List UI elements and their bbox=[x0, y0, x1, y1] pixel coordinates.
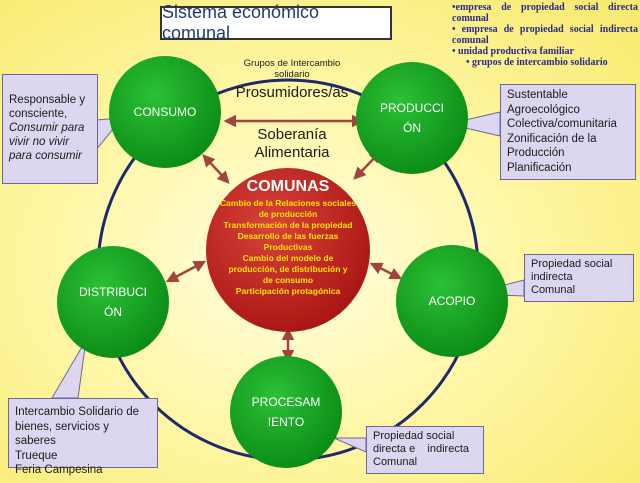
node-produccion-circle bbox=[356, 62, 468, 174]
node-consumo-label: CONSUMO bbox=[133, 105, 197, 119]
callout-acopio-line: Comunal bbox=[531, 284, 576, 296]
center-line: Cambio de la Relaciones sociales bbox=[219, 198, 357, 208]
center-line: de consumo bbox=[262, 275, 314, 285]
callout-consumo-line: vivir no vivir bbox=[9, 136, 70, 148]
diagram-title: Sistema económico comunal bbox=[160, 2, 392, 43]
callout-produccion-line: Colectiva/comunitaria bbox=[507, 118, 617, 130]
node-procesamiento-circle bbox=[230, 356, 342, 468]
callout-procesamiento-line: Propiedad social bbox=[373, 430, 455, 442]
grupos-label: Grupos de Intercambio solidario bbox=[222, 58, 362, 80]
callout-acopio-line: indirecta bbox=[531, 271, 573, 283]
callout-consumo-line: Consumir para bbox=[9, 122, 85, 134]
center-line: Transformación de la propiedad bbox=[223, 220, 353, 230]
legend: •empresa de propiedad social directa com… bbox=[452, 2, 638, 68]
callout-distribucion: Intercambio Solidario de bienes, servici… bbox=[8, 398, 158, 476]
legend-item: • empresa de propiedad social indirecta … bbox=[452, 24, 638, 46]
node-consumo-circle bbox=[109, 56, 221, 168]
callout-produccion: Sustentable Agroecológico Colectiva/comu… bbox=[500, 84, 636, 180]
callout-procesamiento-line: Comunal bbox=[373, 456, 418, 468]
node-acopio: ACOPIO bbox=[396, 245, 508, 357]
legend-item: • unidad productiva familiar bbox=[452, 46, 574, 57]
node-distribucion: DISTRIBUCI ÓN bbox=[57, 246, 169, 358]
callout-distribucion-line: Intercambio Solidario de bbox=[15, 406, 140, 418]
node-distribucion-label-line: DISTRIBUCI bbox=[78, 285, 147, 299]
node-distribucion-label-line: ÓN bbox=[104, 305, 122, 319]
node-produccion: PRODUCCI ÓN bbox=[356, 62, 468, 174]
node-distribucion-circle bbox=[57, 246, 169, 358]
callout-consumo-line: para consumir bbox=[9, 150, 82, 162]
center-comunas: COMUNAS Cambio de la Relaciones sociales… bbox=[212, 178, 364, 297]
center-comunas-circle bbox=[206, 168, 370, 332]
callout-consumo-line: Responsable y bbox=[9, 94, 86, 106]
arrow-center-distribucion bbox=[165, 260, 207, 283]
callout-produccion-line: Planificación bbox=[507, 161, 572, 174]
callout-consumo: Responsable y consciente, Consumir para … bbox=[2, 74, 98, 184]
node-produccion-label-line: PRODUCCI bbox=[379, 101, 444, 115]
node-procesamiento-label-line: IENTO bbox=[267, 415, 305, 429]
callout-distribucion-line: Feria Campesina bbox=[15, 464, 103, 476]
center-line: Cambio del modelo de bbox=[242, 253, 334, 263]
center-line: Participación protagónica bbox=[235, 286, 341, 296]
node-procesamiento-label-line: PROCESAM bbox=[251, 395, 321, 409]
callout-distribucion-line: bienes, servicios y saberes bbox=[15, 420, 109, 448]
callout-produccion-line: Producción bbox=[507, 147, 565, 159]
arrow-center-consumo bbox=[202, 154, 230, 184]
legend-item: •empresa de propiedad social directa com… bbox=[452, 2, 638, 24]
legend-item: • grupos de intercambio solidario bbox=[466, 57, 608, 68]
node-consumo: CONSUMO bbox=[109, 56, 221, 168]
node-acopio-circle bbox=[396, 245, 508, 357]
node-procesamiento: PROCESAM IENTO bbox=[230, 356, 342, 468]
center-line: Desarrollo de las fuerzas bbox=[237, 231, 339, 241]
soberania-label-line: Alimentaria bbox=[254, 144, 330, 161]
prosumidores-label: Prosumidores/as bbox=[235, 84, 349, 101]
node-acopio-label: ACOPIO bbox=[428, 294, 476, 308]
callout-procesamiento-line: directa e indirecta bbox=[373, 443, 469, 455]
soberania-label-line: Soberanía bbox=[257, 126, 327, 143]
center-line: de producción bbox=[258, 209, 318, 219]
node-produccion-label-line: ÓN bbox=[403, 121, 421, 135]
center-line: Productivas bbox=[263, 242, 313, 252]
callout-distribucion-line: Trueque bbox=[15, 449, 58, 462]
callout-produccion-line: Agroecológico bbox=[507, 103, 580, 116]
callout-produccion-line: Sustentable bbox=[507, 89, 568, 101]
callout-acopio-line: Propiedad social bbox=[531, 258, 613, 270]
callout-consumo-line: consciente, bbox=[9, 108, 68, 120]
grupos-label-line: solidario bbox=[274, 69, 310, 80]
center-title: COMUNAS bbox=[246, 178, 330, 195]
callout-produccion-line: Zonificación de la bbox=[507, 132, 597, 145]
callout-procesamiento: Propiedad social directa e indirecta Com… bbox=[366, 426, 484, 474]
center-line: producción, de distribución y bbox=[228, 264, 348, 274]
soberania-label: Soberanía Alimentaria bbox=[222, 126, 362, 162]
callout-acopio: Propiedad social indirecta Comunal bbox=[524, 254, 634, 302]
grupos-label-line: Grupos de Intercambio bbox=[243, 58, 341, 69]
arrow-center-acopio bbox=[369, 262, 403, 280]
